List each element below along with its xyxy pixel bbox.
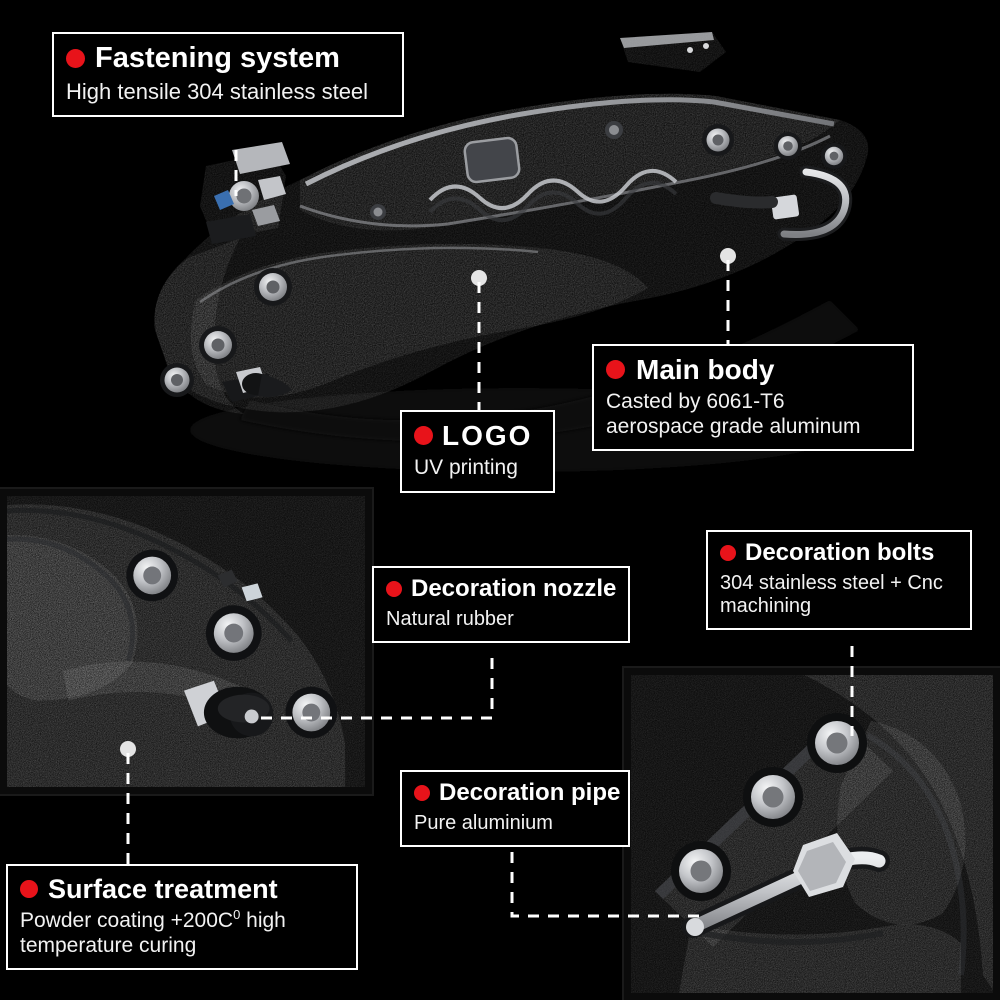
callout-title: Decoration nozzle bbox=[411, 575, 617, 602]
callout-title: Surface treatment bbox=[48, 874, 278, 904]
callout-subtitle: Natural rubber bbox=[386, 607, 514, 630]
callout-subtitle: Casted by 6061-T6 aerospace grade alumin… bbox=[606, 390, 900, 439]
callout-title-row: Decoration nozzle bbox=[386, 575, 617, 603]
closeup-photo-nozzle-bolts bbox=[7, 496, 365, 787]
callout-decoration-nozzle: Decoration nozzle Natural rubber bbox=[372, 566, 630, 644]
callout-title-row: Decoration pipe bbox=[414, 779, 620, 807]
callout-subtitle: High tensile 304 stainless steel bbox=[66, 79, 369, 105]
callout-subtitle: 304 stainless steel + Cnc machining bbox=[720, 572, 958, 618]
callout-subtitle-line-2: temperature curing bbox=[20, 933, 197, 957]
callout-subtitle: Powder coating +200C0 high temperature c… bbox=[20, 907, 344, 958]
callout-subtitle-line-1: Powder coating +200C0 high bbox=[20, 907, 344, 933]
callout-fastening-system: Fastening system High tensile 304 stainl… bbox=[52, 32, 404, 117]
red-dot-icon bbox=[606, 360, 625, 380]
closeup-inset-right bbox=[622, 666, 1000, 1000]
callout-subtitle-line-1: Casted by 6061-T6 bbox=[606, 390, 785, 414]
callout-title-row: Decoration bolts bbox=[720, 539, 958, 567]
callout-decoration-bolts: Decoration bolts 304 stainless steel + C… bbox=[706, 530, 972, 631]
red-dot-icon bbox=[414, 785, 430, 802]
callout-logo: LOGO UV printing bbox=[400, 410, 555, 493]
nozzle-closeup-illustration bbox=[7, 496, 365, 787]
main-product-photo bbox=[154, 32, 869, 472]
callout-title: LOGO bbox=[442, 420, 533, 451]
callout-subtitle-line-1: 304 stainless steel + Cnc bbox=[720, 571, 943, 594]
closeup-inset-left bbox=[0, 487, 374, 796]
callout-subtitle: UV printing bbox=[414, 456, 518, 480]
callout-title-row: Fastening system bbox=[66, 42, 390, 74]
red-dot-icon bbox=[20, 880, 38, 899]
callout-title: Main body bbox=[636, 354, 775, 385]
callout-title: Fastening system bbox=[95, 42, 340, 74]
bolts-pipe-closeup-illustration bbox=[631, 675, 993, 993]
callout-title-row: LOGO bbox=[414, 420, 541, 451]
callout-title-row: Main body bbox=[606, 354, 900, 385]
callout-surface-treatment: Surface treatment Powder coating +200C0 … bbox=[6, 864, 358, 970]
callout-title-row: Surface treatment bbox=[20, 874, 344, 904]
callout-subtitle: Pure aluminium bbox=[414, 811, 553, 834]
callout-subtitle-line-2: machining bbox=[720, 595, 812, 618]
subtitle-text-a: Powder coating +200C bbox=[20, 909, 234, 933]
callout-title: Decoration pipe bbox=[439, 779, 621, 806]
red-dot-icon bbox=[66, 48, 85, 68]
subtitle-text-b: high bbox=[240, 909, 286, 933]
red-dot-icon bbox=[414, 426, 433, 446]
callout-main-body: Main body Casted by 6061-T6 aerospace gr… bbox=[592, 344, 914, 452]
callout-subtitle-line-2: aerospace grade aluminum bbox=[606, 414, 861, 438]
caliper-illustration bbox=[154, 32, 869, 472]
red-dot-icon bbox=[386, 581, 402, 598]
degree-superscript: 0 bbox=[233, 907, 241, 923]
callout-decoration-pipe: Decoration pipe Pure aluminium bbox=[400, 770, 630, 848]
red-dot-icon bbox=[720, 545, 736, 562]
closeup-photo-bolts-pipe bbox=[631, 675, 993, 993]
callout-title: Decoration bolts bbox=[745, 539, 935, 566]
